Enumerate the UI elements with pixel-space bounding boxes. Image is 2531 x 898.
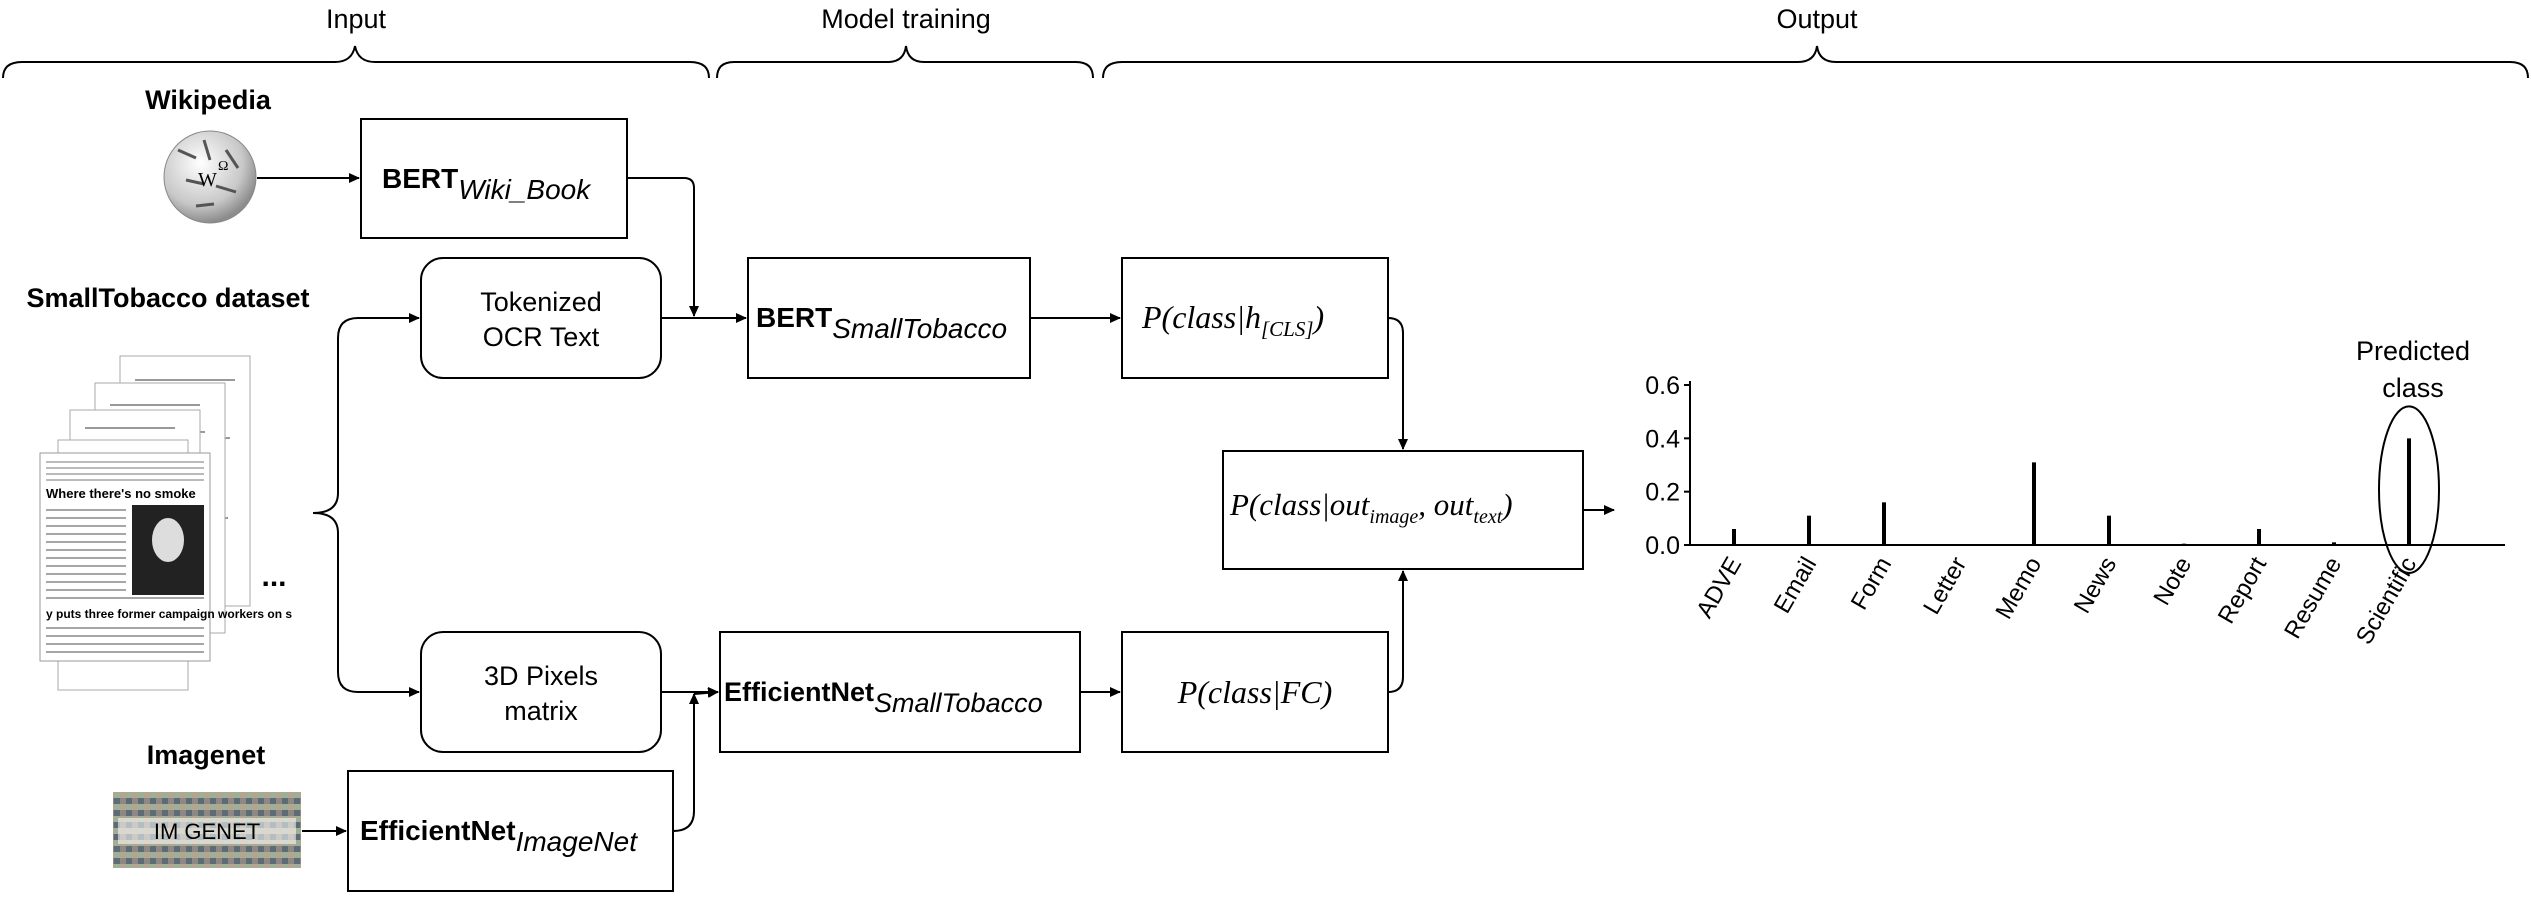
y-tick-label: 0.6 bbox=[1645, 372, 1680, 400]
y-tick-label: 0.2 bbox=[1645, 479, 1680, 507]
effnet-st-sub: SmallTobacco bbox=[874, 688, 1043, 718]
connectors bbox=[257, 173, 1615, 836]
x-tick-label-news: News bbox=[2069, 553, 2122, 618]
document-stack-image: Where there's no smoke y puts three form… bbox=[39, 355, 292, 691]
p-text-sub: [CLS] bbox=[1261, 317, 1314, 341]
x-tick-label-adve: ADVE bbox=[1691, 553, 1747, 623]
pixels-line2: matrix bbox=[504, 696, 578, 726]
bert-st-sub: SmallTobacco bbox=[832, 313, 1007, 344]
x-tick-label-memo: Memo bbox=[1990, 553, 2047, 624]
section-brace-input bbox=[2, 45, 710, 79]
section-brace-training bbox=[716, 45, 1094, 79]
x-tick-label-report: Report bbox=[2213, 552, 2273, 628]
pixels-matrix-box: 3D Pixels matrix bbox=[420, 631, 662, 753]
p-text-post: ) bbox=[1312, 299, 1325, 335]
tokenized-line2: OCR Text bbox=[483, 322, 600, 352]
imagenet-logo-text: IM GENET bbox=[154, 819, 260, 844]
svg-text:P(class|h[CLS]): P(class|h[CLS]) bbox=[1141, 299, 1324, 341]
x-tick-label-resume: Resume bbox=[2279, 553, 2347, 644]
bert-st-main: BERT bbox=[756, 302, 832, 333]
predicted-class-ellipse bbox=[2378, 405, 2440, 574]
effnet-st-main: EfficientNet bbox=[724, 677, 874, 707]
section-label-training: Model training bbox=[821, 4, 991, 34]
p-text-box: P(class|h[CLS]) bbox=[1121, 257, 1389, 379]
p-image-box: P(class|FC) bbox=[1121, 631, 1389, 753]
p-fused-box: P(class|outimage, outtext) bbox=[1222, 450, 1584, 570]
predicted-class-label-line2: class bbox=[2382, 373, 2444, 403]
x-tick-label-note: Note bbox=[2148, 553, 2197, 610]
p-fused-pre: P(class|out bbox=[1229, 487, 1371, 522]
x-tick-label-form: Form bbox=[1846, 553, 1897, 615]
x-tick-label-scientific: Scientific bbox=[2351, 553, 2422, 650]
document-ellipsis: ... bbox=[261, 560, 286, 593]
y-tick-label: 0.4 bbox=[1645, 425, 1680, 453]
y-tick-label: 0.0 bbox=[1645, 532, 1680, 560]
bert-wiki-book-box: BERTWiki_Book bbox=[360, 118, 628, 239]
class-probability-chart: 0.0 0.2 0.4 0.6 ADVE Email Form Letter Memo News… bbox=[1645, 336, 2505, 649]
svg-text:EfficientNetSmallTobacco: EfficientNetSmallTobacco bbox=[724, 677, 1043, 718]
svg-text:EfficientNetImageNet: EfficientNetImageNet bbox=[360, 815, 638, 857]
svg-text:BERTWiki_Book: BERTWiki_Book bbox=[382, 163, 592, 205]
efficientnet-smalltobacco-box: EfficientNetSmallTobacco bbox=[719, 631, 1081, 753]
p-fused-sub2: text bbox=[1473, 506, 1502, 528]
p-fused-mid: , out bbox=[1418, 487, 1475, 522]
wikipedia-globe-icon: W Ω bbox=[163, 130, 257, 224]
svg-text:P(class|outimage, outtext): P(class|outimage, outtext) bbox=[1229, 487, 1513, 528]
p-fused-sub1: image bbox=[1369, 506, 1418, 528]
bert-smalltobacco-box: BERTSmallTobacco bbox=[747, 257, 1031, 379]
efficientnet-imagenet-box: EfficientNetImageNet bbox=[347, 770, 674, 892]
section-brace-output bbox=[1102, 45, 2529, 79]
section-label-input: Input bbox=[326, 4, 387, 34]
document-headline: Where there's no smoke bbox=[46, 486, 196, 501]
svg-text:Ω: Ω bbox=[218, 159, 228, 174]
tokenized-ocr-box: Tokenized OCR Text bbox=[420, 257, 662, 379]
pixels-line1: 3D Pixels bbox=[484, 661, 598, 691]
x-tick-label-email: Email bbox=[1769, 553, 1822, 618]
effnet-imagenet-main: EfficientNet bbox=[360, 815, 516, 846]
imagenet-logo-image: IM GENET bbox=[113, 792, 301, 868]
wikipedia-label: Wikipedia bbox=[145, 85, 272, 115]
x-tick-label-letter: Letter bbox=[1918, 552, 1972, 619]
p-image-text: P(class|FC) bbox=[1177, 674, 1333, 710]
effnet-imagenet-sub: ImageNet bbox=[516, 826, 639, 857]
p-fused-post: ) bbox=[1500, 487, 1512, 522]
svg-text:BERTSmallTobacco: BERTSmallTobacco bbox=[756, 302, 1007, 344]
document-footer: y puts three former campaign workers on … bbox=[46, 607, 292, 621]
smalltobacco-label: SmallTobacco dataset bbox=[26, 283, 309, 313]
bert-wiki-main: BERT bbox=[382, 163, 458, 194]
imagenet-label: Imagenet bbox=[147, 740, 266, 770]
section-label-output: Output bbox=[1776, 4, 1858, 34]
bert-wiki-sub: Wiki_Book bbox=[458, 174, 592, 205]
svg-text:W: W bbox=[198, 169, 217, 191]
p-text-pre: P(class|h bbox=[1141, 299, 1261, 335]
tokenized-line1: Tokenized bbox=[480, 287, 602, 317]
predicted-class-label-line1: Predicted bbox=[2356, 336, 2470, 366]
